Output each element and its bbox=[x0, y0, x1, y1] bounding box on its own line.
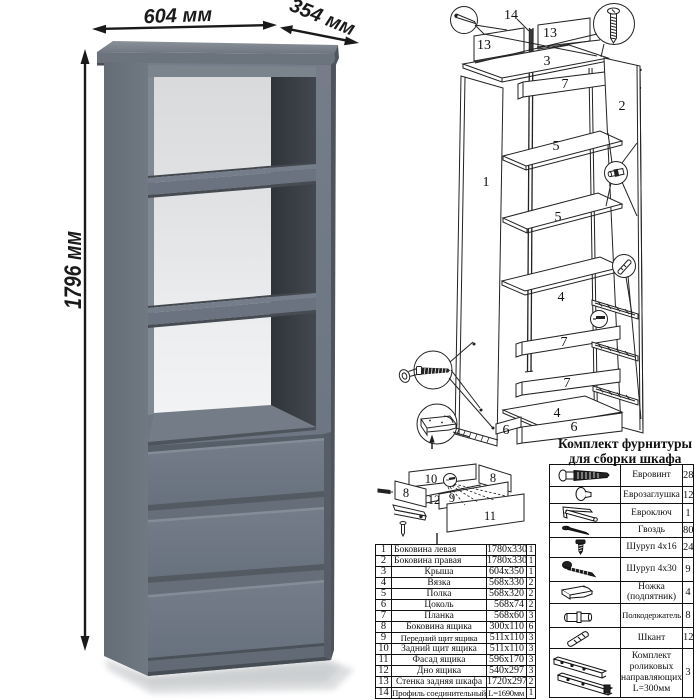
svg-text:11: 11 bbox=[484, 509, 496, 523]
svg-text:8: 8 bbox=[490, 471, 496, 485]
svg-text:4: 4 bbox=[558, 290, 565, 305]
svg-text:13: 13 bbox=[477, 38, 491, 53]
svg-text:10: 10 bbox=[425, 472, 438, 486]
svg-text:7: 7 bbox=[562, 77, 569, 92]
svg-text:354 мм: 354 мм bbox=[286, 0, 358, 41]
svg-text:12: 12 bbox=[428, 493, 441, 507]
svg-text:5: 5 bbox=[553, 139, 560, 154]
svg-text:5: 5 bbox=[555, 210, 562, 225]
svg-text:1796 мм: 1796 мм bbox=[60, 231, 87, 309]
svg-text:604 мм: 604 мм bbox=[143, 4, 212, 28]
svg-text:9: 9 bbox=[449, 491, 455, 505]
svg-text:1: 1 bbox=[483, 175, 490, 190]
svg-text:6: 6 bbox=[503, 423, 510, 438]
svg-text:7: 7 bbox=[564, 376, 571, 391]
svg-text:2: 2 bbox=[619, 99, 626, 114]
svg-text:4: 4 bbox=[554, 406, 561, 421]
svg-text:7: 7 bbox=[561, 335, 568, 350]
svg-text:6: 6 bbox=[571, 420, 578, 435]
svg-text:8: 8 bbox=[403, 486, 409, 500]
svg-text:3: 3 bbox=[544, 54, 551, 69]
svg-text:13: 13 bbox=[543, 26, 557, 41]
svg-text:14: 14 bbox=[504, 8, 518, 23]
